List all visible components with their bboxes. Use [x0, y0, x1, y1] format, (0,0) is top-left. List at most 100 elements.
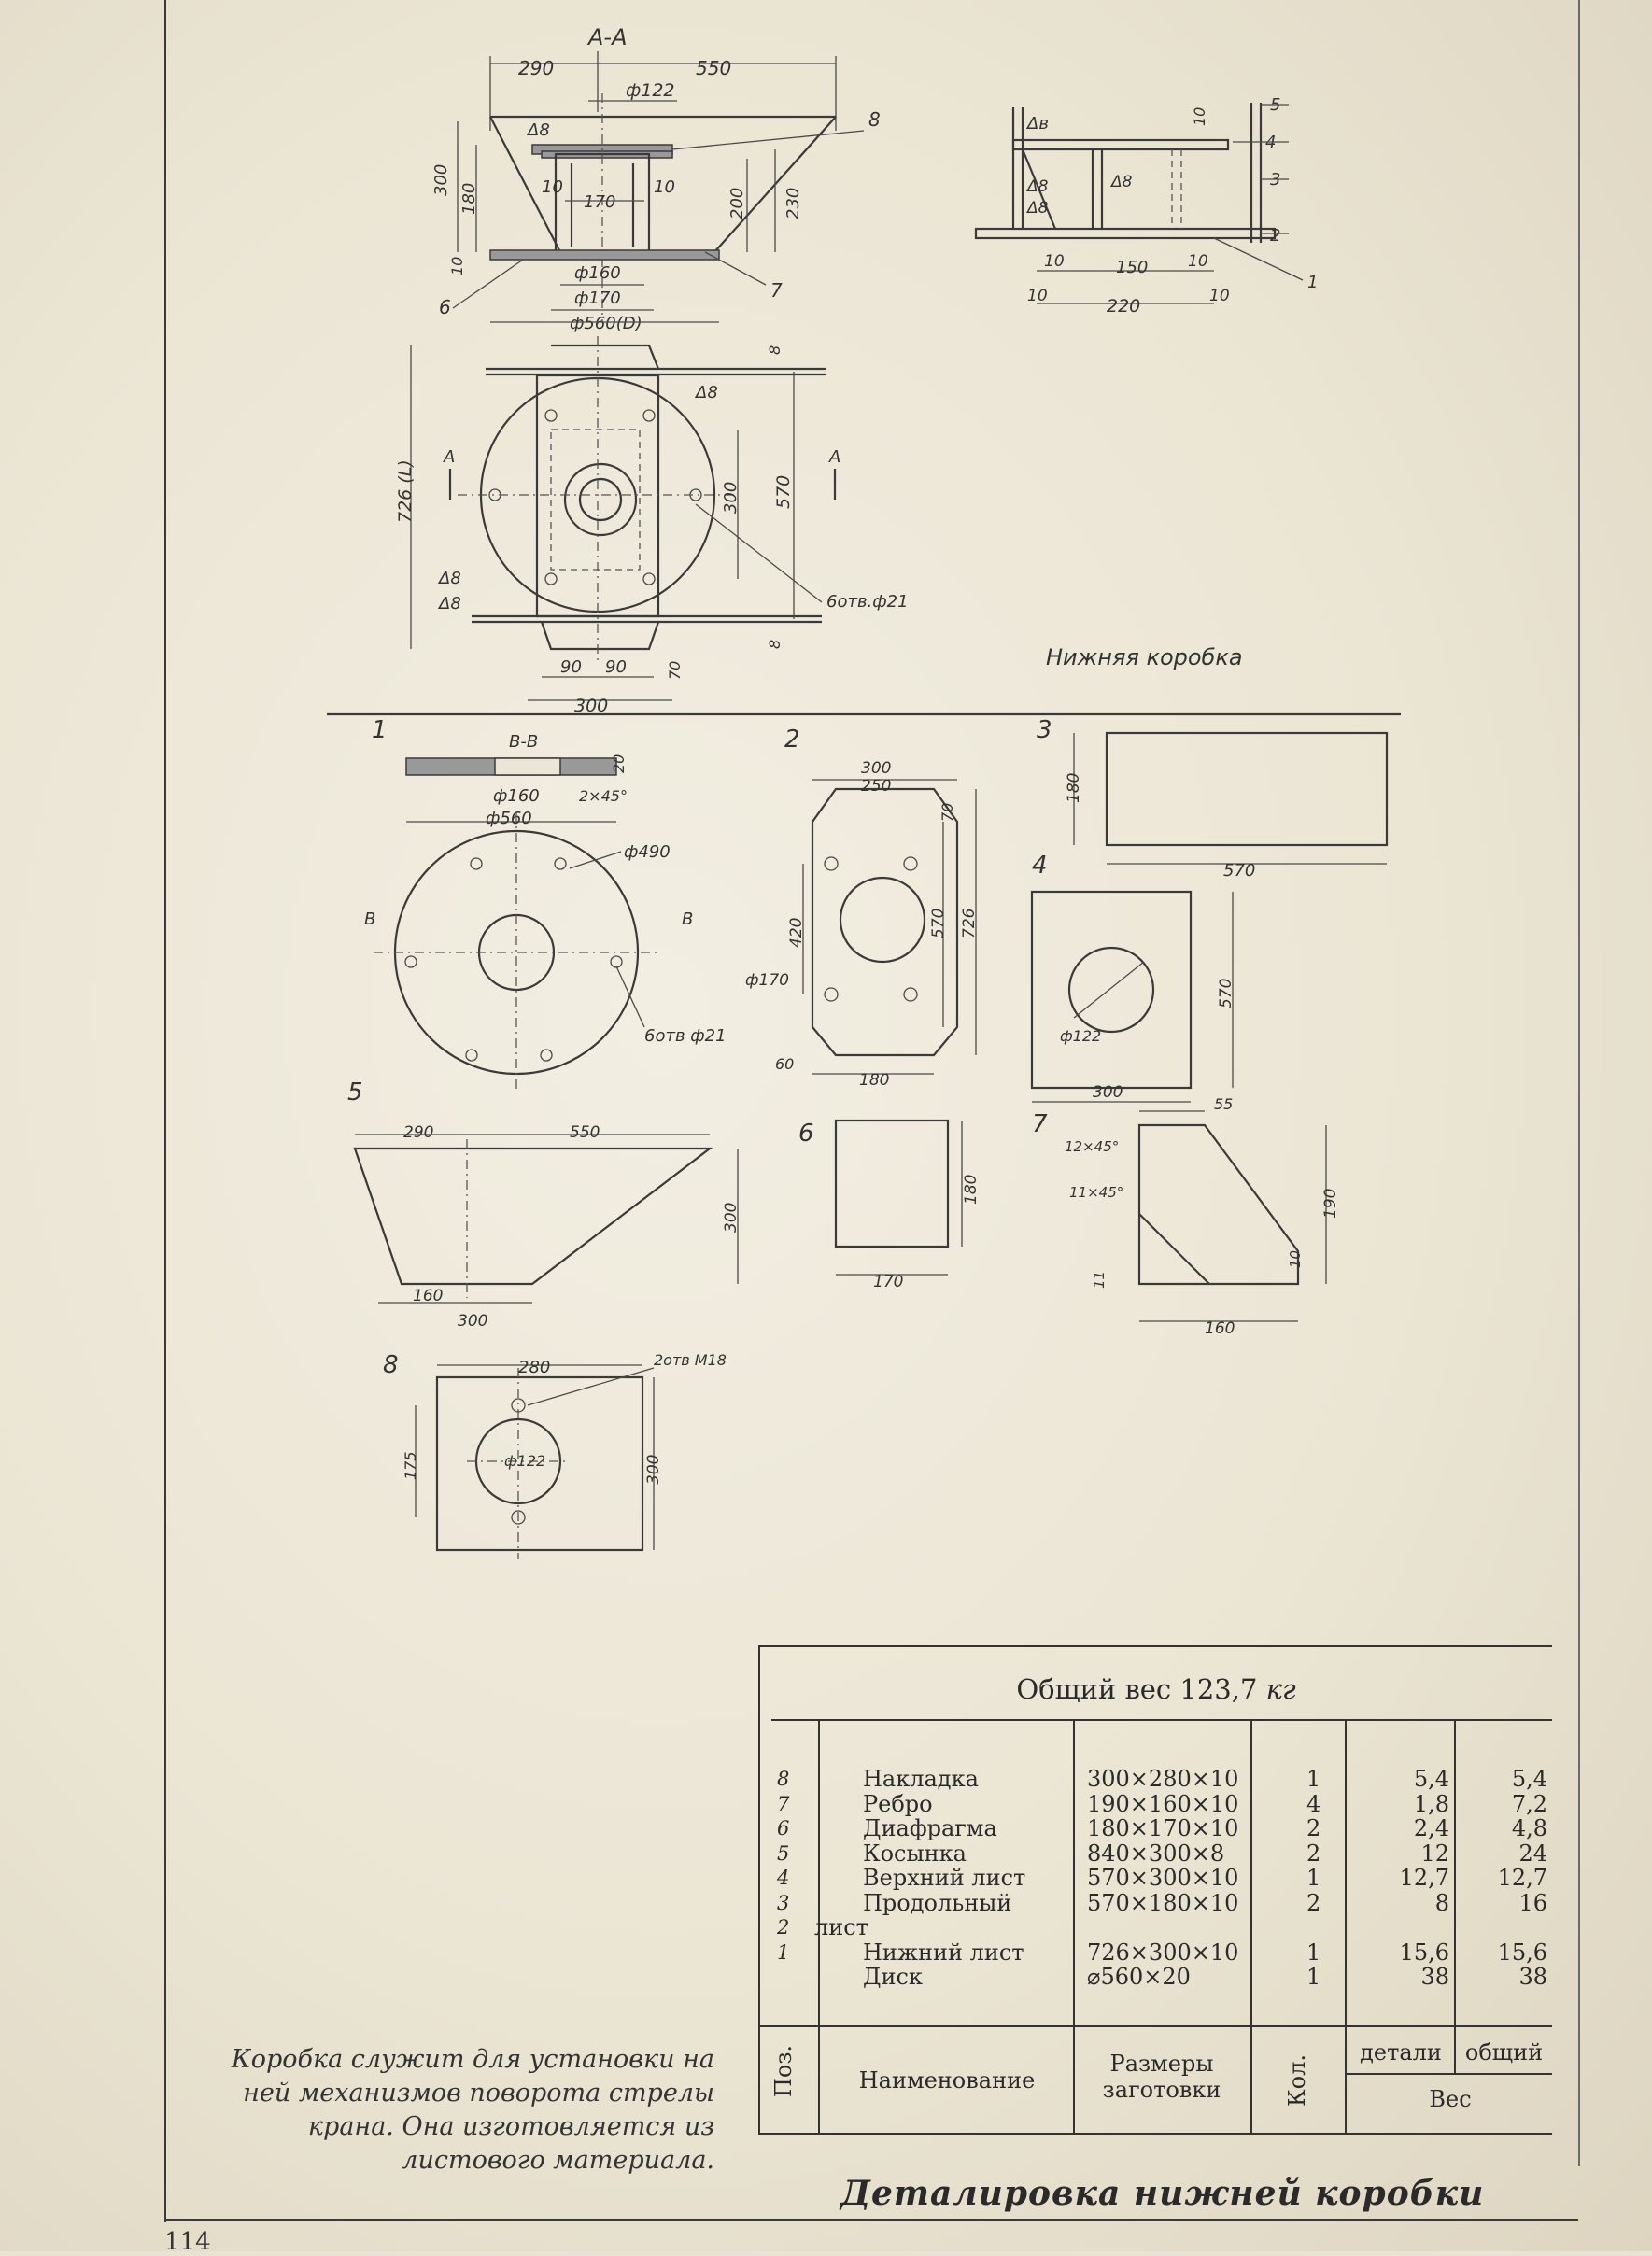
table-cell-qty: 4: [1306, 1790, 1321, 1817]
weld-side-a: Δ8: [1025, 177, 1049, 196]
dim-plan-8bot: 8: [766, 640, 784, 649]
table-cell-name: лист: [814, 1914, 868, 1940]
dim-plan-570: 570: [773, 475, 794, 509]
part3-dim-570: 570: [1223, 861, 1255, 881]
table-cell-w_total: 24: [1518, 1840, 1547, 1867]
dim-side-10d: 10: [1209, 287, 1230, 305]
table-cell-name: Диск: [863, 1964, 923, 1990]
sheet-title: Деталировка нижней коробки: [840, 2174, 1485, 2213]
dim-plan-8top: 8: [766, 345, 784, 355]
part1-number: 1: [372, 716, 388, 744]
part7-chamfer-12: 12×45°: [1065, 1138, 1119, 1155]
part4-dim-122: ф122: [1060, 1027, 1101, 1045]
part-4-top-sheet: 4 ф122 570 300: [1030, 852, 1235, 1103]
weld-mark-aa: Δ8: [526, 120, 550, 140]
table-cell-w_part: 38: [1420, 1964, 1449, 1990]
table-cell-size: 570×300×10: [1087, 1865, 1239, 1891]
dim-plan-70: 70: [666, 661, 684, 680]
part5-dim-300: 300: [722, 1203, 741, 1233]
callout-7: 7: [770, 279, 783, 302]
part8-dim-300: 300: [644, 1455, 663, 1485]
table-cell-pos: 6: [777, 1817, 790, 1840]
description-text: Коробка служит для установки на ней меха…: [231, 2045, 714, 2175]
part-2-bottom-sheet: 2 300 250 70 420 570 726 ф170 60 180: [745, 726, 979, 1090]
part1-mark-right: В: [682, 909, 693, 929]
side-view: Δв Δ8 Δ8 Δ8 10 10 150 10 10 220 10 5 4 3…: [974, 95, 1318, 317]
section-aa-label: А-А: [586, 24, 628, 50]
table-cell-w_total: 5,4: [1511, 1766, 1547, 1792]
table-cell-qty: 2: [1306, 1840, 1321, 1867]
dim-plate-10: 10: [448, 257, 466, 275]
total-weight: Общий вес 123,7: [1016, 1673, 1258, 1705]
table-cell-qty: 1: [1306, 1939, 1321, 1966]
table-cell-size: 726×300×10: [1087, 1939, 1239, 1966]
dim-side-150: 150: [1116, 258, 1148, 277]
part7-number: 7: [1032, 1110, 1048, 1138]
weld-side-top: Δв: [1025, 114, 1049, 134]
part5-number: 5: [347, 1079, 363, 1107]
part5-dim-290: 290: [403, 1123, 433, 1142]
section-mark-a-right: A: [828, 447, 840, 467]
part-7-rib: 7 55 12×45° 11×45° 190 11 10 160: [1032, 1095, 1340, 1338]
dim-plan-90a: 90: [560, 657, 582, 677]
table-cell-size: 570×180×10: [1087, 1889, 1239, 1916]
part5-dim-160: 160: [413, 1287, 443, 1305]
part-8-cover-plate: 8 280 2отв М18 175 ф122 300: [383, 1351, 727, 1559]
part1-dim-20: 20: [610, 754, 628, 773]
dim-180: 180: [459, 183, 479, 215]
part2-dim-726: 726: [960, 908, 979, 938]
part7-dim-10: 10: [1287, 1250, 1304, 1268]
weight-unit: кг: [1265, 1673, 1296, 1705]
part3-number: 3: [1037, 716, 1052, 744]
part8-holes-note: 2отв М18: [654, 1351, 727, 1369]
header-weight: Вес: [1429, 2086, 1472, 2112]
dim-d560: ф560(D): [570, 314, 642, 333]
frame-line-left: [164, 0, 166, 2222]
part1-holes-note: 6отв ф21: [644, 1026, 727, 1046]
part2-dim-300: 300: [861, 759, 891, 778]
table-cell-w_total: 7,2: [1511, 1790, 1547, 1817]
dim-230: 230: [784, 188, 803, 219]
table-title: Общий вес 123,7 кг: [760, 1673, 1552, 1705]
table-cell-qty: 2: [1306, 1815, 1321, 1841]
table-cell-w_part: 12,7: [1399, 1865, 1449, 1891]
part2-dim-570: 570: [929, 909, 948, 938]
table-cell-qty: 1: [1306, 1766, 1321, 1792]
weld-side-b: Δ8: [1025, 199, 1049, 218]
part2-number: 2: [784, 726, 800, 754]
section-aa-view: А-А 290 550 ф122 10 170 10 300 180 10: [431, 24, 881, 333]
callout-6: 6: [439, 296, 451, 318]
dim-300: 300: [431, 164, 451, 196]
part7-dim-55: 55: [1214, 1095, 1233, 1113]
part8-number: 8: [383, 1351, 399, 1379]
part-1-disc: 1 В-В 20 ф160 2×45° ф560 ф490 В В 6отв ф…: [364, 716, 727, 1093]
table-cell-w_total: 38: [1518, 1964, 1547, 1990]
table-cell-w_total: 12,7: [1497, 1865, 1547, 1891]
weld-side-c: Δ8: [1109, 173, 1133, 191]
frame-line-right: [1578, 0, 1580, 2166]
part5-dim-550: 550: [570, 1123, 600, 1142]
table-cell-size: 840×300×8: [1087, 1840, 1225, 1867]
dim-plan-300: 300: [721, 482, 741, 514]
part4-dim-300: 300: [1093, 1083, 1123, 1102]
header-position: Поз.: [770, 2044, 797, 2098]
header-weight-part: детали: [1360, 2039, 1442, 2066]
page-number: 114: [164, 2228, 211, 2256]
plan-view: 726 (L) 570 8 8 300 90 90 70 300 Δ8 Δ8 Δ…: [395, 336, 909, 716]
part6-number: 6: [798, 1120, 814, 1148]
table-cell-name: Накладка: [863, 1766, 979, 1792]
dim-d160: ф160: [574, 263, 621, 283]
dim-gap1: 10: [542, 177, 563, 197]
part2-dim-170: ф170: [745, 971, 789, 990]
assembly-caption: Нижняя коробка: [1046, 644, 1243, 670]
part1-dim-160: ф160: [493, 786, 540, 806]
part3-dim-180: 180: [1065, 773, 1083, 803]
table-cell-pos: 5: [777, 1841, 790, 1865]
dim-200: 200: [727, 188, 747, 219]
table-cell-size: 300×280×10: [1087, 1766, 1239, 1792]
side-callout-2: 2: [1270, 226, 1280, 246]
part-6-diaphragm: 6 180 170: [798, 1119, 981, 1291]
table-cell-pos: 7: [777, 1792, 790, 1815]
